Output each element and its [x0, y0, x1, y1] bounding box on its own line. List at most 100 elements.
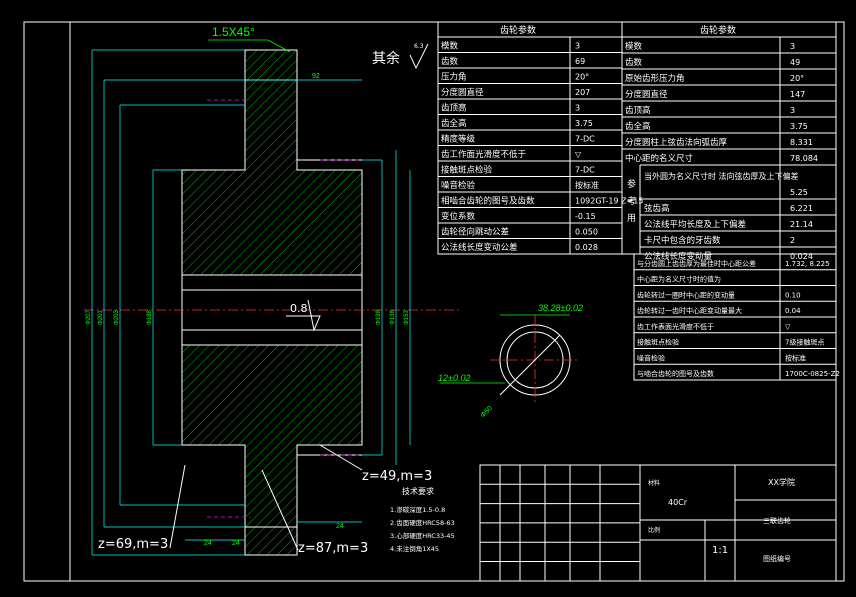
table1-label: 齿顶高 — [441, 103, 467, 114]
table2-value: 2 — [790, 236, 795, 245]
table3-value: 按标准 — [785, 353, 806, 362]
table1-value: 3 — [575, 42, 580, 51]
dia-label: Φ188 — [147, 310, 153, 325]
table3-value: 1700C-0825-Z2 — [785, 370, 840, 378]
table1-label: 齿数 — [441, 56, 459, 67]
large-gear-section-lower — [181, 344, 363, 556]
table2-value: 8.331 — [790, 138, 813, 147]
table1-value: 1092GT-19 Z=15 — [575, 197, 643, 206]
keyway-dia: Φ50 — [479, 405, 493, 419]
diameter-dims-left — [91, 49, 245, 556]
dia-label: Φ153 — [404, 310, 410, 325]
roughness-symbol: 6.3 — [409, 43, 429, 70]
keyway-depth: 12±0.02 — [438, 373, 470, 383]
table3-label: 与啮合齿轮的图号及齿数 — [637, 369, 714, 378]
diameter-dims-right — [362, 150, 411, 465]
table1-value: 69 — [575, 57, 585, 66]
table3-label: 齿轮转过一圈时中心距的变动量 — [637, 290, 735, 299]
table1-value: 0.050 — [575, 228, 598, 237]
table2-value: 6.221 — [790, 204, 813, 213]
table2-value: 49 — [790, 58, 800, 67]
table2-value: 78.084 — [790, 154, 818, 163]
scale-value: 1:1 — [712, 545, 728, 556]
tech-note: 4.未注倒角1X45 — [390, 544, 439, 553]
table1-label: 模数 — [441, 41, 459, 52]
gear-section — [181, 49, 363, 556]
ratio-caption: 比例 — [648, 526, 660, 534]
table2-label: 公法线长度变动量 — [644, 251, 713, 262]
dia-label: Φ201 — [98, 310, 104, 325]
tech-note: 2.齿面硬度HRC58-63 — [390, 518, 455, 527]
table3-label: 接触斑点检验 — [637, 338, 679, 347]
table2-label: 当外圆为名义尺寸时 法向弦齿厚及上下偏差 — [644, 171, 799, 181]
dim-24-mid: 24 — [232, 540, 240, 547]
table1-value: 按标准 — [575, 180, 599, 190]
table1-value: 3 — [575, 104, 580, 113]
table1-label: 齿轮径向跳动公差 — [441, 227, 509, 238]
dia-label: Φ203 — [114, 310, 120, 325]
dia-label: Φ138 — [376, 310, 382, 325]
dia-label: Φ207 — [86, 310, 92, 325]
table3-value: 1.732, 8.225 — [785, 260, 830, 268]
large-gear-section — [181, 49, 363, 276]
table1-label: 变位系数 — [441, 211, 476, 222]
table2-value: 21.14 — [790, 220, 813, 229]
table1-label: 齿工作面光滑度不低于 — [441, 149, 527, 160]
mid-gear-label: z=87,m=3 — [298, 541, 368, 556]
table2-label: 卡尺中包含的牙齿数 — [644, 235, 721, 246]
table1-value: ▽ — [575, 150, 582, 159]
table3-label: 噪音检验 — [637, 353, 665, 362]
dim-24-right: 24 — [336, 523, 344, 530]
side-label: 考 — [627, 196, 636, 207]
tech-note: 1.渗碳深度1.5-0.8 — [390, 505, 445, 514]
table2-label: 齿顶高 — [625, 105, 651, 116]
gear-params-table-2: 齿轮参数 参 考 用 — [621, 21, 837, 255]
table1-label: 精度等级 — [441, 134, 476, 145]
small-gear-label: z=49,m=3 — [362, 469, 432, 484]
table2-value: 20° — [790, 74, 804, 83]
drawing-number: 图纸编号 — [763, 554, 791, 563]
table1-label: 公法线长度变动公差 — [441, 242, 518, 253]
company-label: XX学院 — [768, 477, 795, 487]
table1-value: 7-DC — [575, 135, 595, 144]
table3-label: 齿工作表面光滑度不低于 — [637, 322, 714, 331]
keyway-width: 38.28±0.02 — [538, 303, 583, 313]
table2-header: 齿轮参数 — [700, 24, 736, 36]
table1-label: 噪音检验 — [441, 180, 476, 191]
table1-value: 3.75 — [575, 119, 593, 128]
table1-label: 压力角 — [441, 72, 467, 83]
table2-label: 弦齿高 — [644, 203, 670, 214]
table2-label: 公法线平均长度及上下偏差 — [644, 219, 746, 230]
table1-value: -0.15 — [575, 212, 596, 221]
table2-label: 分度圆柱上弦齿法向弧齿厚 — [625, 137, 728, 148]
large-gear-label: z=69,m=3 — [98, 537, 168, 552]
table2-label: 齿数 — [625, 57, 643, 68]
table3-value: 7级接触斑点 — [785, 338, 824, 347]
table2-label: 模数 — [625, 41, 643, 52]
table3-label: 齿轮转过一齿时中心距变动量最大 — [637, 306, 742, 315]
table3-value: ▽ — [785, 323, 791, 331]
table1-label: 齿全高 — [441, 118, 467, 129]
chamfer-label: 1.5X45° — [212, 25, 255, 39]
side-label: 用 — [627, 213, 636, 224]
material-caption: 材料 — [648, 479, 660, 487]
dim-24-left: 24 — [204, 540, 212, 547]
table2-label: 分度圆直径 — [625, 89, 668, 100]
table2-value: 3.75 — [790, 122, 808, 131]
table1-value: 7-DC — [575, 166, 595, 175]
table1-label: 相啮合齿轮的图号及齿数 — [441, 196, 535, 207]
table2-label: 中心距的名义尺寸 — [625, 153, 694, 164]
table1-value: 0.028 — [575, 243, 598, 252]
dim-92: 92 — [312, 73, 320, 80]
part-name: 三联齿轮 — [763, 516, 791, 525]
svg-text:6.3: 6.3 — [414, 43, 424, 50]
table1-label: 接触斑点检验 — [441, 165, 493, 176]
table2-value: 147 — [790, 90, 805, 99]
tech-note: 3.心部硬度HRC33-45 — [390, 531, 455, 540]
material-label: 40Cr — [668, 498, 688, 507]
table3-value: 0.10 — [785, 291, 801, 299]
table2-value: 3 — [790, 42, 795, 51]
side-label: 参 — [627, 178, 636, 190]
table2-value: 0.024 — [790, 252, 813, 261]
